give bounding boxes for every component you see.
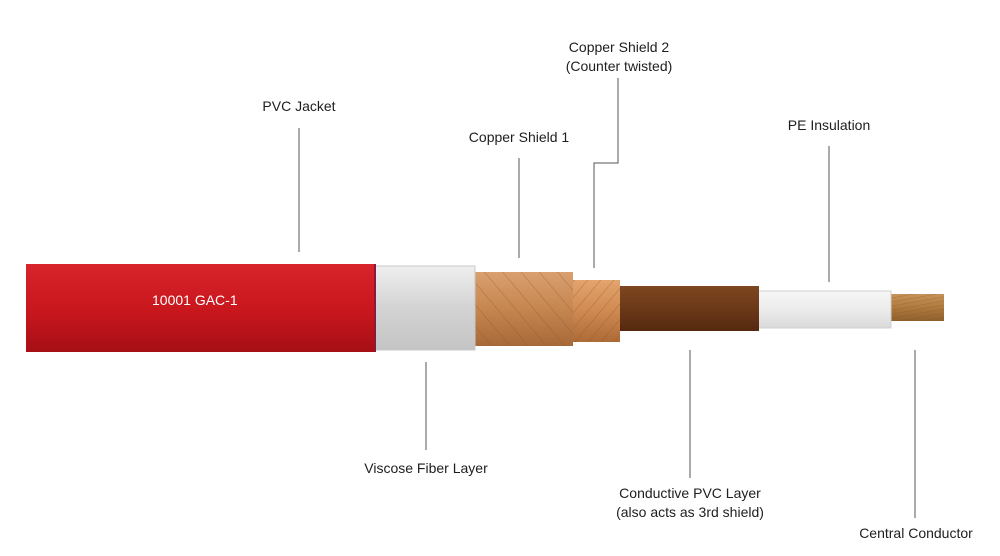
label-conductive-pvc-layer-line1: Conductive PVC Layer: [619, 485, 761, 501]
label-pvc-jacket: PVC Jacket: [262, 98, 336, 114]
copper-shield-2-braid: [570, 280, 620, 342]
label-central-conductor: Central Conductor: [859, 525, 973, 541]
label-viscose-fiber-layer: Viscose Fiber Layer: [364, 460, 488, 476]
central-conductor-strands: [886, 294, 944, 321]
pe-insulation: [756, 290, 892, 329]
copper-shield-1-braid: [473, 272, 573, 346]
label-copper-shield-2-line1: Copper Shield 2: [568, 39, 670, 55]
label-copper-shield-2-line2: (Counter twisted): [565, 58, 673, 74]
label-copper-shield-1: Copper Shield 1: [468, 129, 570, 145]
conductive-pvc-layer: [617, 286, 759, 331]
label-conductive-pvc-layer-line2: (also acts as 3rd shield): [616, 504, 764, 520]
label-pe-insulation: PE Insulation: [787, 117, 871, 133]
jacket-print-text: 10001 GAC-1: [152, 292, 238, 308]
pvc-jacket: [26, 264, 376, 352]
viscose-fiber-layer: [374, 265, 476, 351]
leader-copper-shield-2: [593, 78, 619, 268]
